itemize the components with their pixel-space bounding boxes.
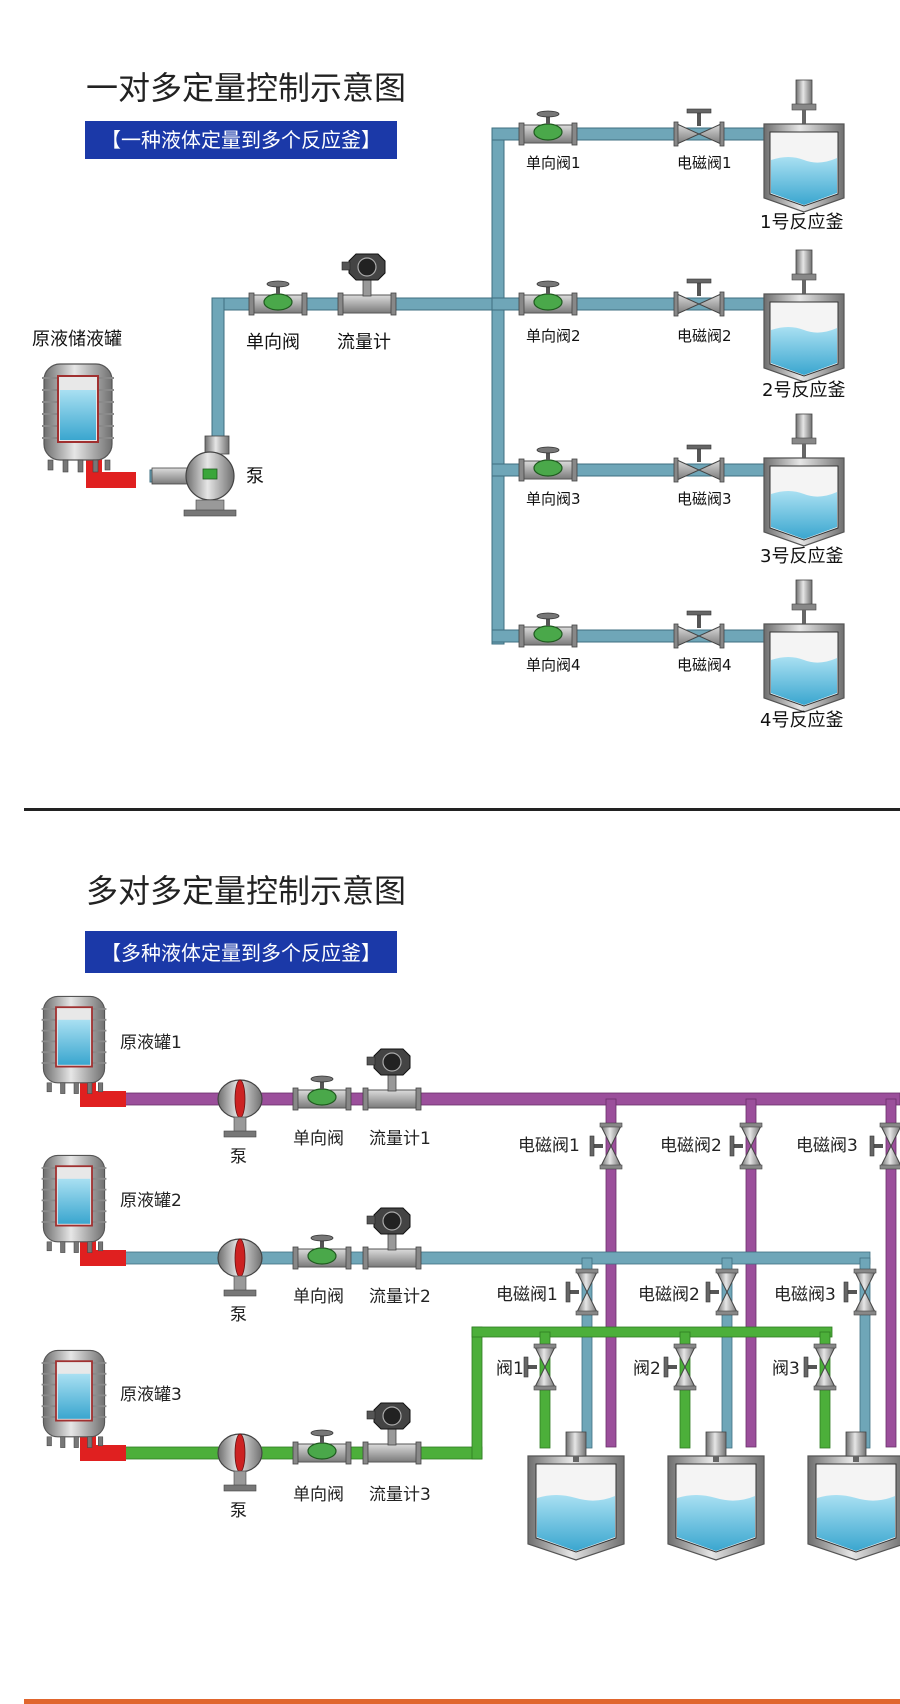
check-valve-line-3[interactable] [292, 1429, 352, 1465]
blue-pipes [119, 1251, 871, 1449]
check-valve-line-1-label: 单向阀 [293, 1129, 344, 1149]
reactor-s2-3 [807, 1431, 900, 1561]
check-valve-main-label: 单向阀 [246, 332, 300, 353]
check-valve-line-2-label: 单向阀 [293, 1287, 344, 1307]
pump-1 [151, 435, 237, 517]
check-valve-line-2[interactable] [292, 1234, 352, 1270]
pump-line-1 [217, 1079, 263, 1138]
purple-solenoid-valve-2-label: 电磁阀2 [660, 1136, 722, 1156]
pump-line-2-label: 泵 [230, 1305, 247, 1325]
bottom-divider [24, 1699, 900, 1704]
section-divider [24, 808, 900, 811]
purple-solenoid-valve-3-label: 电磁阀3 [796, 1136, 858, 1156]
source-tank-2-label: 原液罐2 [120, 1191, 182, 1211]
check-valve-2-label: 单向阀2 [526, 327, 581, 345]
reactor-3-label: 3号反应釜 [760, 546, 843, 567]
blue-solenoid-valve-3-label: 电磁阀3 [774, 1285, 836, 1305]
flowmeter-line-1-label: 流量计1 [369, 1129, 431, 1149]
check-valve-main[interactable] [248, 280, 308, 316]
reactor-3 [763, 413, 845, 547]
flowmeter-line-3-label: 流量计3 [369, 1485, 431, 1505]
section1-banner [85, 121, 397, 159]
pump-line-3-label: 泵 [230, 1501, 247, 1521]
reactor-1 [763, 79, 845, 213]
solenoid-valve-1-label: 电磁阀1 [677, 154, 732, 172]
flowmeter-main [337, 253, 397, 316]
green-valve-3-label: 阀3 [772, 1359, 800, 1379]
section1-pipes [149, 127, 765, 645]
section2-banner [85, 931, 397, 973]
flowmeter-line-2 [362, 1207, 422, 1270]
flowmeter-line-2-label: 流量计2 [369, 1287, 431, 1307]
green-valve-1-label: 阀1 [496, 1359, 524, 1379]
reactor-1-label: 1号反应釜 [760, 212, 843, 233]
source-tank [41, 363, 115, 473]
reactor-4-label: 4号反应釜 [760, 710, 843, 731]
reactor-s2-1 [527, 1431, 625, 1561]
source-tank-2 [40, 1154, 108, 1254]
check-valve-2[interactable] [518, 280, 578, 316]
source-tank-1-label: 原液罐1 [120, 1033, 182, 1053]
pump-line-3 [217, 1433, 263, 1492]
reactor-s2-2 [667, 1431, 765, 1561]
pump-line-2 [217, 1238, 263, 1297]
pump-line-1-label: 泵 [230, 1147, 247, 1167]
reactor-2 [763, 249, 845, 383]
section1-title: 一对多定量控制示意图 [86, 69, 406, 107]
flowmeter-line-3 [362, 1402, 422, 1465]
blue-solenoid-valve-1-label: 电磁阀1 [496, 1285, 558, 1305]
reactor-4 [763, 579, 845, 713]
check-valve-4[interactable] [518, 612, 578, 648]
source-tank-3-label: 原液罐3 [120, 1385, 182, 1405]
green-valve-2-label: 阀2 [633, 1359, 661, 1379]
blue-solenoid-valve-2-label: 电磁阀2 [638, 1285, 700, 1305]
purple-solenoid-valve-1-label: 电磁阀1 [518, 1136, 580, 1156]
source-tank-label: 原液储液罐 [32, 329, 122, 350]
source-tank-3 [40, 1349, 108, 1449]
flowmeter-main-label: 流量计 [337, 332, 391, 353]
section2-title: 多对多定量控制示意图 [86, 872, 406, 910]
check-valve-line-1[interactable] [292, 1075, 352, 1111]
check-valve-3-label: 单向阀3 [526, 490, 581, 508]
solenoid-valve-2-label: 电磁阀2 [677, 327, 732, 345]
check-valve-3[interactable] [518, 446, 578, 482]
source-tank-1 [40, 995, 108, 1095]
flowmeter-line-1 [362, 1048, 422, 1111]
pump-label: 泵 [246, 466, 264, 487]
solenoid-valve-3-label: 电磁阀3 [677, 490, 732, 508]
check-valve-4-label: 单向阀4 [526, 656, 581, 674]
section1-banner-text: 【一种液体定量到多个反应釜】 [101, 128, 381, 152]
reactor-2-label: 2号反应釜 [762, 380, 845, 401]
section2-banner-text: 【多种液体定量到多个反应釜】 [101, 941, 381, 965]
check-valve-line-3-label: 单向阀 [293, 1485, 344, 1505]
solenoid-valve-4-label: 电磁阀4 [677, 656, 732, 674]
check-valve-1[interactable] [518, 110, 578, 146]
check-valve-1-label: 单向阀1 [526, 154, 581, 172]
